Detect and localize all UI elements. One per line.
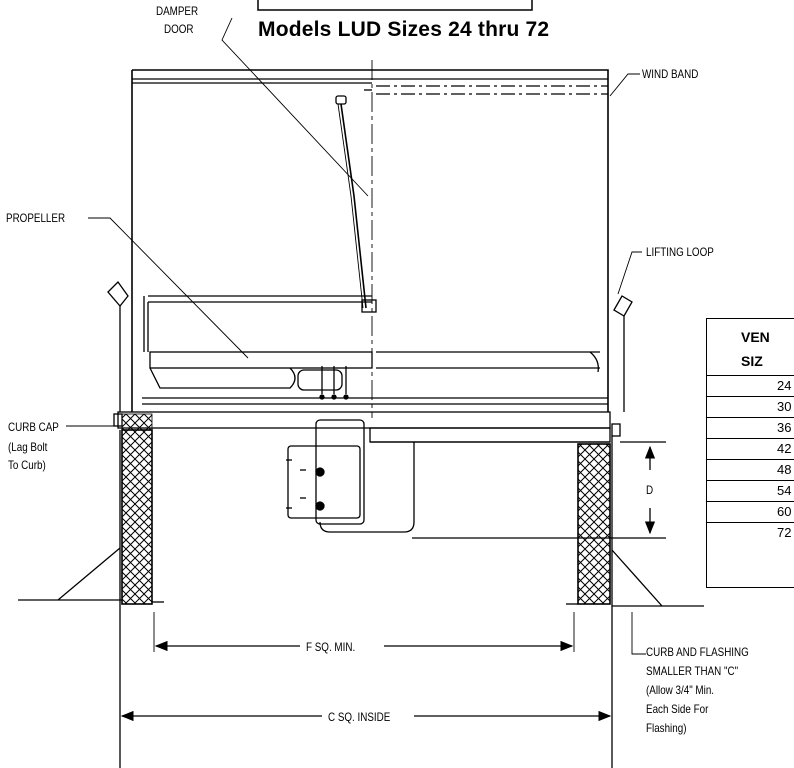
leader-lines	[66, 17, 646, 655]
dimension-f-label: F SQ. MIN.	[306, 640, 356, 654]
curb-flashing-label-1: CURB AND FLASHING	[646, 645, 749, 659]
curb-flashing-label-3: (Allow 3/4" Min.	[646, 683, 715, 697]
curb-cap-bolt-right	[611, 423, 621, 437]
curb-cap-note-1: (Lag Bolt	[8, 440, 48, 454]
table-row: 48	[707, 460, 794, 481]
damper-door-label-2: DOOR	[164, 22, 194, 36]
inner-frame	[143, 295, 372, 352]
size-value: 24	[777, 378, 792, 393]
table-row: 72	[707, 523, 794, 543]
table-row: 30	[707, 397, 794, 418]
motor	[286, 419, 415, 533]
size-value: 30	[777, 399, 792, 414]
wind-band-label: WIND BAND	[642, 67, 699, 81]
curb-left	[121, 429, 153, 605]
curb-cap-label: CURB CAP	[8, 420, 59, 434]
table-row: 36	[707, 418, 794, 439]
table-row: 24	[707, 376, 794, 397]
roof-flashing	[18, 430, 704, 768]
table-row: 60	[707, 502, 794, 523]
size-value: 72	[777, 525, 792, 540]
size-table-header-1: VEN	[741, 329, 770, 345]
size-table: VEN SIZ 24 30 36 42 48 54 60 72	[706, 318, 794, 588]
curb-flashing-label-2: SMALLER THAN "C"	[646, 664, 739, 678]
lifting-loop-right	[613, 295, 633, 412]
size-value: 36	[777, 420, 792, 435]
size-value: 48	[777, 462, 792, 477]
dimension-f	[153, 612, 575, 652]
curb-flashing-label-4: Each Side For	[646, 702, 709, 716]
wind-band	[131, 69, 609, 412]
table-row: 54	[707, 481, 794, 502]
curb-flashing-label-5: Flashing)	[646, 721, 687, 735]
lifting-loop-left	[107, 280, 129, 412]
dimension-c-label: C SQ. INSIDE	[328, 710, 391, 724]
table-row: 42	[707, 439, 794, 460]
size-table-header-2: SIZ	[741, 353, 763, 369]
size-value: 60	[777, 504, 792, 519]
damper-door-label: DAMPER	[156, 4, 199, 18]
dimension-d-label: D	[646, 483, 654, 497]
size-value: 54	[777, 483, 792, 498]
title-box-frame	[257, 0, 533, 11]
lifting-loop-label: LIFTING LOOP	[646, 245, 714, 259]
propeller	[142, 351, 608, 405]
curb-cap-note-2: To Curb)	[8, 458, 46, 472]
damper-door	[335, 89, 377, 313]
diagram-title: Models LUD Sizes 24 thru 72	[258, 18, 550, 41]
propeller-label: PROPELLER	[6, 211, 66, 225]
curb-right	[577, 443, 611, 605]
curb-cap-hatch	[121, 413, 153, 431]
dimension-d	[412, 441, 666, 539]
size-value: 42	[777, 441, 792, 456]
